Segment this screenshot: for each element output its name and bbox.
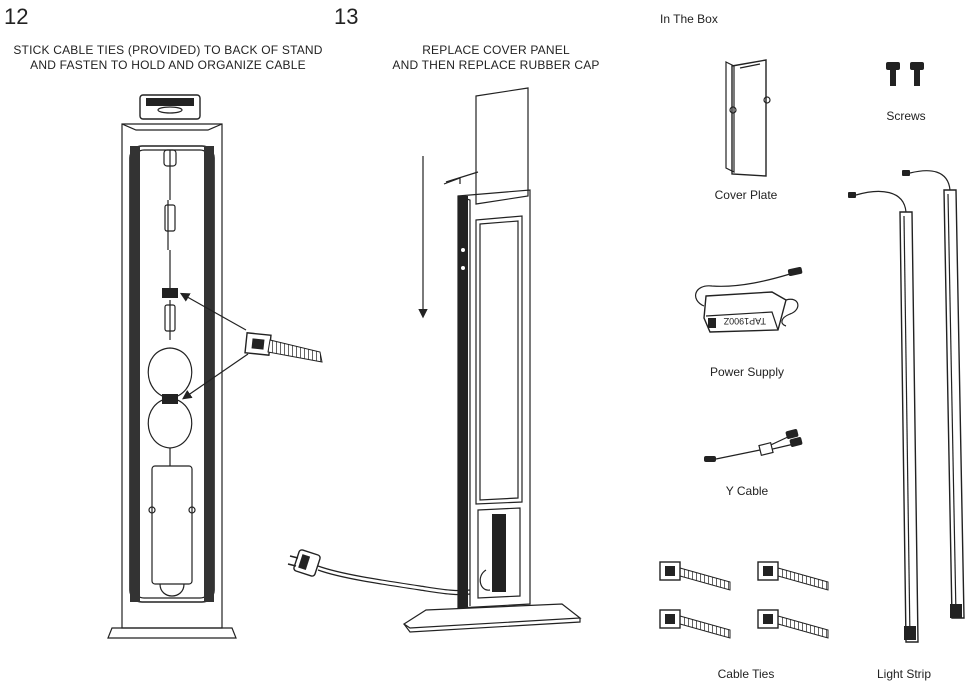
step-12-number: 12 (4, 4, 29, 29)
y-cable-label: Y Cable (725, 484, 769, 498)
light-strip-icon (848, 170, 965, 643)
stand-side-view (287, 87, 582, 633)
power-supply-label: Power Supply (709, 365, 785, 379)
step-12-caption-line2: AND FASTEN TO HOLD AND ORGANIZE CABLE (30, 58, 306, 72)
step-13-caption-line2: AND THEN REPLACE RUBBER CAP (392, 58, 600, 72)
step-13-caption: REPLACE COVER PANEL AND THEN REPLACE RUB… (380, 43, 612, 73)
step-13-number: 13 (334, 4, 359, 29)
y-cable-icon (704, 429, 803, 462)
screws-icon (886, 62, 924, 86)
power-supply-marking: TAP1900Z (723, 316, 766, 326)
cable-ties-icon (659, 561, 829, 639)
cable-tie-detail (244, 332, 323, 363)
in-the-box-title: In The Box (660, 12, 718, 26)
power-supply-icon: TAP1900Z (695, 266, 803, 333)
step-12-caption-line1: STICK CABLE TIES (PROVIDED) TO BACK OF S… (13, 43, 323, 57)
cover-plate-icon (725, 59, 771, 177)
step-13-caption-line1: REPLACE COVER PANEL (422, 43, 570, 57)
step-12-caption: STICK CABLE TIES (PROVIDED) TO BACK OF S… (10, 43, 326, 73)
light-strip-label: Light Strip (876, 667, 932, 681)
cable-ties-label: Cable Ties (717, 667, 775, 681)
stand-back-view (107, 94, 323, 639)
screws-label: Screws (886, 109, 926, 123)
cover-plate-label: Cover Plate (714, 188, 778, 202)
